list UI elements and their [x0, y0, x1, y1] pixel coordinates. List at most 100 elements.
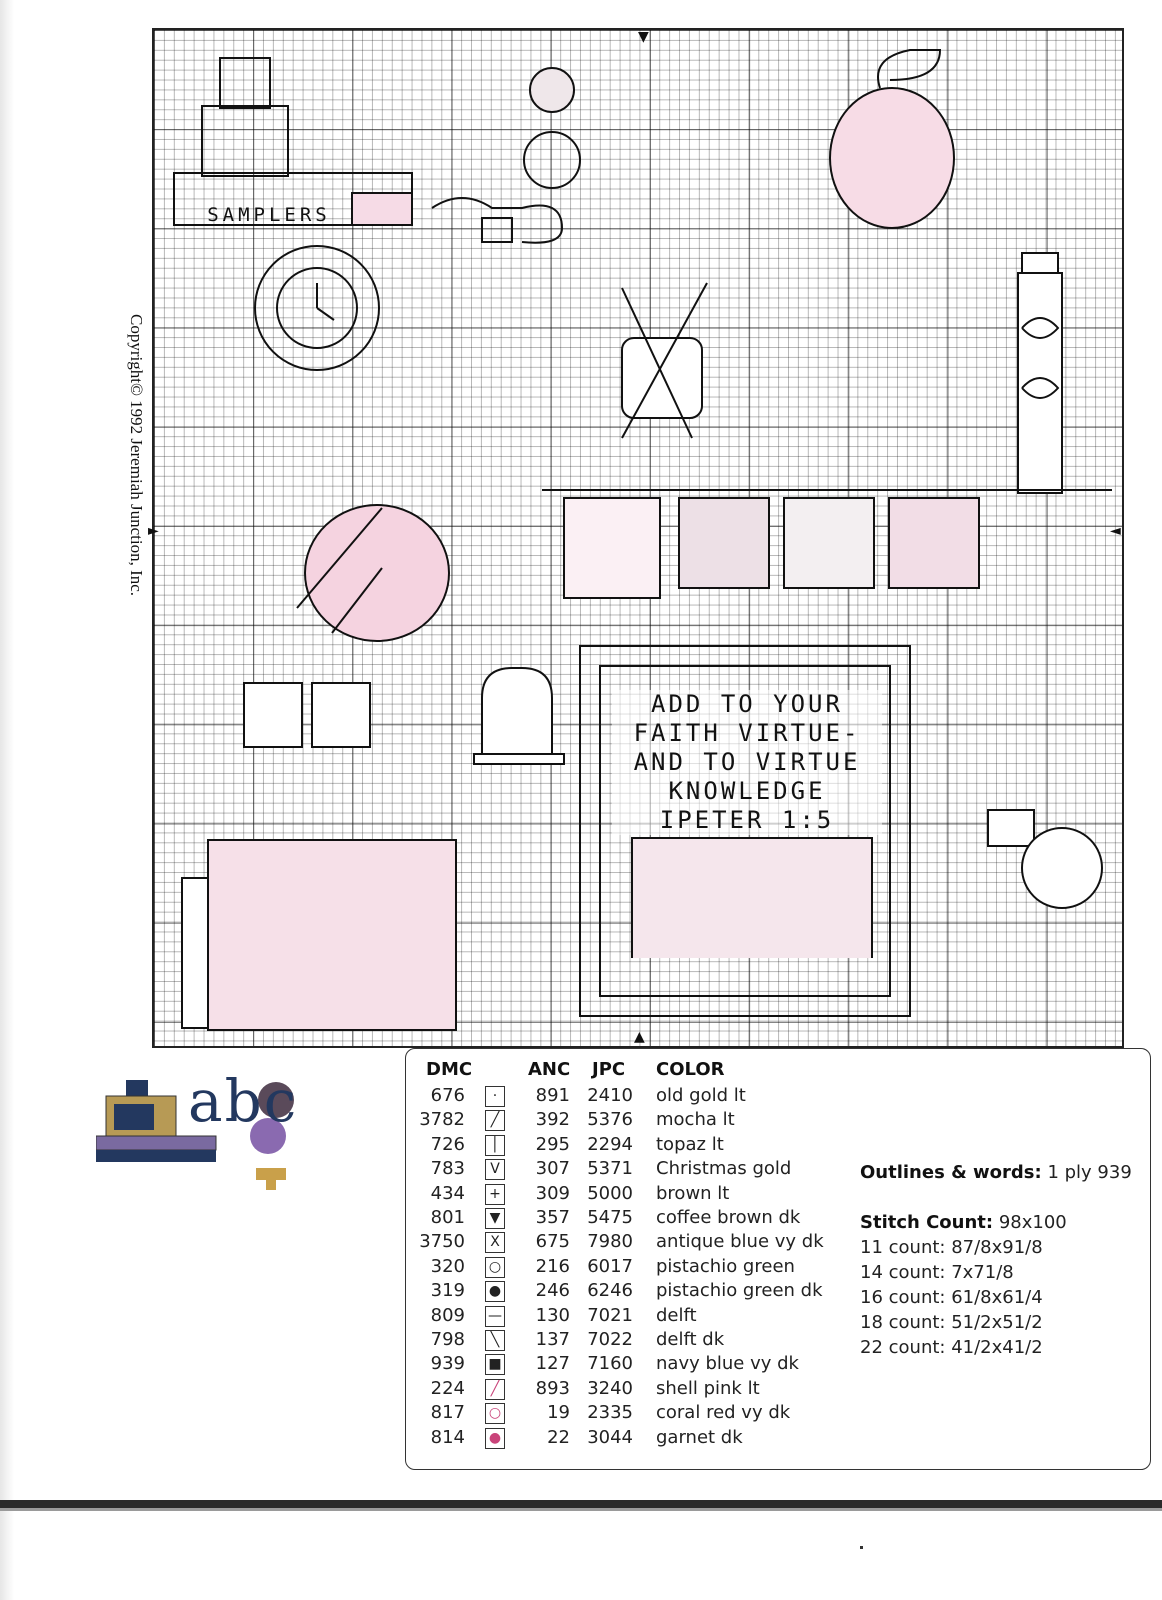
- key-symbol: X: [485, 1232, 505, 1254]
- page-bottom-edge-shadow: [0, 1508, 1162, 1511]
- key-symbol: ○: [485, 1403, 505, 1425]
- key-row: 801 ▼ 357 5475 coffee brown dk: [406, 1207, 846, 1231]
- key-anc: 137: [535, 1329, 570, 1350]
- key-jpc: 7021: [587, 1304, 633, 1326]
- key-row: 320 ○ 216 6017 pistachio green: [406, 1256, 846, 1280]
- key-color-name: delft dk: [656, 1329, 725, 1350]
- key-symbol: —: [485, 1305, 505, 1327]
- color-key-table: DMC ANC JPC COLOR 676 · 891 2410 old gol…: [405, 1048, 1151, 1470]
- fabric-count-line: 22 count: 41/2x41/2: [860, 1337, 1043, 1358]
- samplers-label: SAMPLERS: [207, 204, 331, 226]
- key-dmc: 434: [430, 1182, 465, 1204]
- key-anc: 19: [547, 1402, 570, 1424]
- key-dmc: 3750: [419, 1231, 465, 1253]
- key-row: 726 │ 295 2294 topaz lt: [406, 1134, 846, 1158]
- center-marker-right: ◄: [1110, 523, 1121, 539]
- key-dmc: 801: [430, 1207, 465, 1228]
- center-marker-left: ►: [148, 523, 159, 539]
- key-anc: 22: [547, 1426, 570, 1448]
- key-row: 814 ● 22 3044 garnet dk: [406, 1427, 846, 1451]
- outlines-label: Outlines & words:: [860, 1162, 1042, 1183]
- key-dmc: 939: [430, 1353, 465, 1375]
- center-marker-top: ▼: [638, 29, 649, 45]
- key-row: 783 V 307 5371 Christmas gold: [406, 1158, 846, 1182]
- key-jpc: 7980: [587, 1231, 633, 1253]
- key-dmc: 783: [430, 1158, 465, 1180]
- key-anc: 357: [535, 1207, 570, 1228]
- key-dmc: 809: [430, 1304, 465, 1326]
- key-row: 224 ╱ 893 3240 shell pink lt: [406, 1378, 846, 1402]
- key-anc: 295: [535, 1133, 570, 1155]
- key-dmc: 3782: [419, 1109, 465, 1131]
- key-dmc: 798: [430, 1329, 465, 1350]
- outlines-info: Outlines & words: 1 ply 939: [860, 1162, 1132, 1183]
- key-row: 3782 ╱ 392 5376 mocha lt: [406, 1109, 846, 1133]
- outlines-value: 1 ply 939: [1047, 1162, 1132, 1183]
- cross-stitch-chart-grid: [152, 28, 1124, 1048]
- key-anc: 127: [535, 1353, 570, 1375]
- key-jpc: 6246: [587, 1280, 633, 1302]
- verse-line: ADD TO YOUR: [651, 690, 843, 718]
- key-row: 798 ╲ 137 7022 delft dk: [406, 1329, 846, 1353]
- key-dmc: 224: [430, 1377, 465, 1399]
- key-symbol: ●: [485, 1427, 505, 1449]
- key-jpc: 7022: [587, 1329, 633, 1350]
- key-color-name: Christmas gold: [656, 1158, 792, 1180]
- key-header-dmc: DMC: [426, 1059, 473, 1080]
- verse-line: FAITH VIRTUE-: [633, 719, 861, 747]
- key-anc: 675: [535, 1231, 570, 1253]
- key-header-anc: ANC: [528, 1059, 571, 1080]
- fabric-count-line: 16 count: 61/8x61/4: [860, 1287, 1043, 1308]
- key-jpc: 5475: [587, 1207, 633, 1228]
- key-color-name: delft: [656, 1304, 697, 1326]
- key-row: 319 ● 246 6246 pistachio green dk: [406, 1280, 846, 1304]
- key-jpc: 2294: [587, 1133, 633, 1155]
- center-marker-bottom: ▲: [634, 1029, 645, 1045]
- verse-line: IPETER 1:5: [659, 806, 835, 834]
- key-jpc: 2410: [587, 1085, 633, 1106]
- key-jpc: 3240: [587, 1377, 633, 1399]
- page-bottom-edge: [0, 1500, 1162, 1508]
- fabric-count-line: 18 count: 51/2x51/2: [860, 1312, 1043, 1333]
- abc-logo: abc: [95, 1072, 386, 1206]
- key-anc: 216: [535, 1255, 570, 1277]
- key-dmc: 817: [430, 1402, 465, 1424]
- key-anc: 130: [535, 1304, 570, 1326]
- key-row: 434 + 309 5000 brown lt: [406, 1183, 846, 1207]
- key-header-color: COLOR: [656, 1059, 725, 1080]
- key-color-name: pistachio green: [656, 1255, 795, 1277]
- key-row: 3750 X 675 7980 antique blue vy dk: [406, 1231, 846, 1255]
- key-color-name: pistachio green dk: [656, 1280, 823, 1302]
- key-row: 817 ○ 19 2335 coral red vy dk: [406, 1402, 846, 1426]
- key-dmc: 814: [430, 1426, 465, 1448]
- key-row: 939 ■ 127 7160 navy blue vy dk: [406, 1353, 846, 1377]
- key-jpc: 7160: [587, 1353, 633, 1375]
- key-dmc: 319: [430, 1280, 465, 1302]
- key-symbol: V: [485, 1159, 505, 1181]
- key-header-jpc: JPC: [592, 1059, 626, 1080]
- key-jpc: 3044: [587, 1426, 633, 1448]
- key-jpc: 5371: [587, 1158, 633, 1180]
- key-dmc: 320: [430, 1255, 465, 1277]
- key-color-name: mocha lt: [656, 1109, 735, 1131]
- copyright-notice: Copyright© 1992 Jeremiah Junction, Inc.: [127, 314, 146, 597]
- key-color-name: old gold lt: [656, 1085, 746, 1106]
- key-anc: 893: [535, 1377, 570, 1399]
- key-row: 809 — 130 7021 delft: [406, 1305, 846, 1329]
- key-color-name: shell pink lt: [656, 1377, 760, 1399]
- key-color-name: garnet dk: [656, 1426, 743, 1448]
- key-row: 676 · 891 2410 old gold lt: [406, 1085, 846, 1109]
- key-jpc: 5000: [587, 1182, 633, 1204]
- logo-letters: abc: [188, 1067, 299, 1135]
- key-color-name: antique blue vy dk: [656, 1231, 824, 1253]
- verse-line: AND TO VIRTUE: [633, 748, 861, 776]
- scan-speck: [860, 1546, 863, 1549]
- logo-books-illustration: [95, 1080, 294, 1190]
- key-symbol: ╲: [485, 1330, 505, 1351]
- key-jpc: 5376: [587, 1109, 633, 1131]
- key-anc: 246: [535, 1280, 570, 1302]
- page-edge-shadow: [0, 0, 14, 1600]
- key-color-name: brown lt: [656, 1182, 730, 1204]
- key-anc: 307: [535, 1158, 570, 1180]
- fabric-count-line: 14 count: 7x71/8: [860, 1262, 1014, 1283]
